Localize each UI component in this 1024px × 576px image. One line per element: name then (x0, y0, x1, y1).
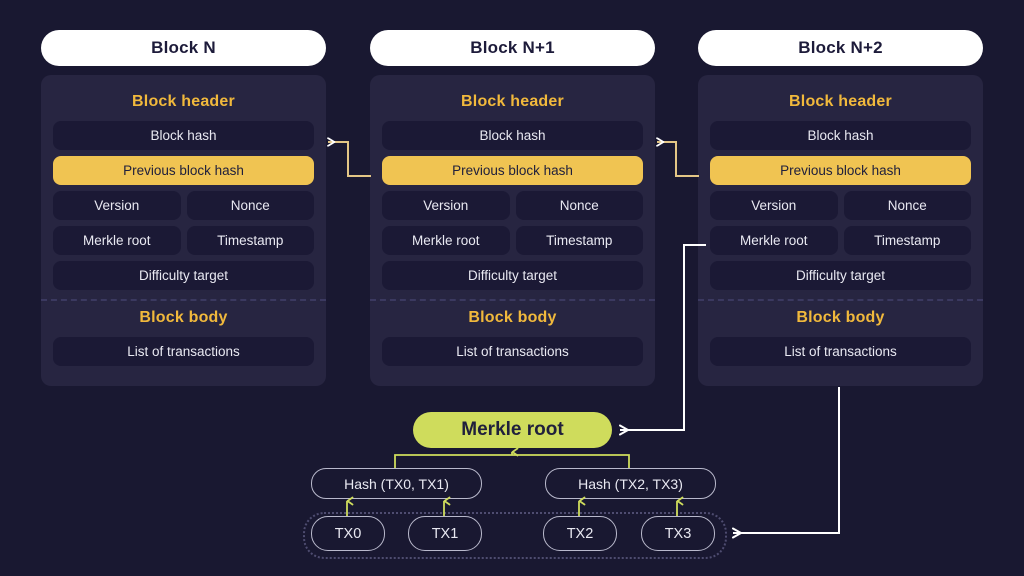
connector-transactions-link (732, 387, 840, 539)
merkle-hash-node-1[interactable]: Hash (TX2, TX3) (545, 468, 716, 499)
field-version-n[interactable]: Version (53, 191, 181, 220)
field-difficulty-target-n-plus-2[interactable]: Difficulty target (710, 261, 971, 290)
block-card-n: Block header Block hash Previous block h… (41, 75, 326, 386)
block-header-label-n: Block header (132, 93, 235, 110)
field-merkle-root-n[interactable]: Merkle root (53, 226, 181, 255)
connector-prev-hash-n2-to-n1 (657, 142, 699, 177)
block-title-n-plus-1: Block N+1 (370, 30, 655, 66)
field-previous-block-hash-n-plus-1[interactable]: Previous block hash (382, 156, 643, 185)
field-previous-block-hash-n[interactable]: Previous block hash (53, 156, 314, 185)
field-list-of-transactions-n-plus-2[interactable]: List of transactions (710, 337, 971, 366)
field-row-merkle-timestamp-n-plus-1: Merkle root Timestamp (382, 226, 643, 261)
block-column-n: Block N Block header Block hash Previous… (41, 30, 326, 386)
block-header-label-n-plus-1: Block header (461, 93, 564, 110)
field-row-version-nonce-n-plus-1: Version Nonce (382, 191, 643, 226)
block-header-label-n-plus-2: Block header (789, 93, 892, 110)
field-previous-block-hash-n-plus-2[interactable]: Previous block hash (710, 156, 971, 185)
transaction-node-tx1[interactable]: TX1 (408, 516, 482, 551)
field-row-merkle-timestamp-n: Merkle root Timestamp (53, 226, 314, 261)
field-version-n-plus-1[interactable]: Version (382, 191, 510, 220)
transaction-node-tx0[interactable]: TX0 (311, 516, 385, 551)
field-nonce-n-plus-2[interactable]: Nonce (843, 191, 971, 220)
transaction-node-tx3[interactable]: TX3 (641, 516, 715, 551)
connector-hash-to-root-bus (394, 454, 630, 468)
block-body-label-n-plus-1: Block body (468, 309, 557, 326)
field-list-of-transactions-n[interactable]: List of transactions (53, 337, 314, 366)
block-column-n-plus-1: Block N+1 Block header Block hash Previo… (370, 30, 655, 386)
block-card-n-plus-2: Block header Block hash Previous block h… (698, 75, 983, 386)
field-row-version-nonce-n-plus-2: Version Nonce (710, 191, 971, 226)
block-body-label-n-plus-2: Block body (796, 309, 885, 326)
transaction-node-tx2[interactable]: TX2 (543, 516, 617, 551)
field-version-n-plus-2[interactable]: Version (710, 191, 838, 220)
transaction-set-container (303, 512, 727, 559)
block-title-n-plus-2: Block N+2 (698, 30, 983, 66)
merkle-root-node[interactable]: Merkle root (413, 412, 612, 448)
field-merkle-root-n-plus-1[interactable]: Merkle root (382, 226, 510, 255)
block-column-n-plus-2: Block N+2 Block header Block hash Previo… (698, 30, 983, 386)
field-list-of-transactions-n-plus-1[interactable]: List of transactions (382, 337, 643, 366)
field-block-hash-n-plus-1[interactable]: Block hash (382, 121, 643, 150)
merkle-hash-node-0[interactable]: Hash (TX0, TX1) (311, 468, 482, 499)
block-title-n: Block N (41, 30, 326, 66)
field-difficulty-target-n[interactable]: Difficulty target (53, 261, 314, 290)
field-difficulty-target-n-plus-1[interactable]: Difficulty target (382, 261, 643, 290)
header-body-divider-n-plus-1 (370, 299, 655, 301)
connector-prev-hash-n1-to-n (328, 142, 371, 177)
field-merkle-root-n-plus-2[interactable]: Merkle root (710, 226, 838, 255)
field-block-hash-n[interactable]: Block hash (53, 121, 314, 150)
field-nonce-n[interactable]: Nonce (186, 191, 314, 220)
field-timestamp-n-plus-1[interactable]: Timestamp (515, 226, 643, 255)
block-body-label-n: Block body (139, 309, 228, 326)
field-timestamp-n-plus-2[interactable]: Timestamp (843, 226, 971, 255)
field-row-merkle-timestamp-n-plus-2: Merkle root Timestamp (710, 226, 971, 261)
header-body-divider-n-plus-2 (698, 299, 983, 301)
field-block-hash-n-plus-2[interactable]: Block hash (710, 121, 971, 150)
field-row-version-nonce-n: Version Nonce (53, 191, 314, 226)
header-body-divider-n (41, 299, 326, 301)
field-nonce-n-plus-1[interactable]: Nonce (515, 191, 643, 220)
block-card-n-plus-1: Block header Block hash Previous block h… (370, 75, 655, 386)
field-timestamp-n[interactable]: Timestamp (186, 226, 314, 255)
